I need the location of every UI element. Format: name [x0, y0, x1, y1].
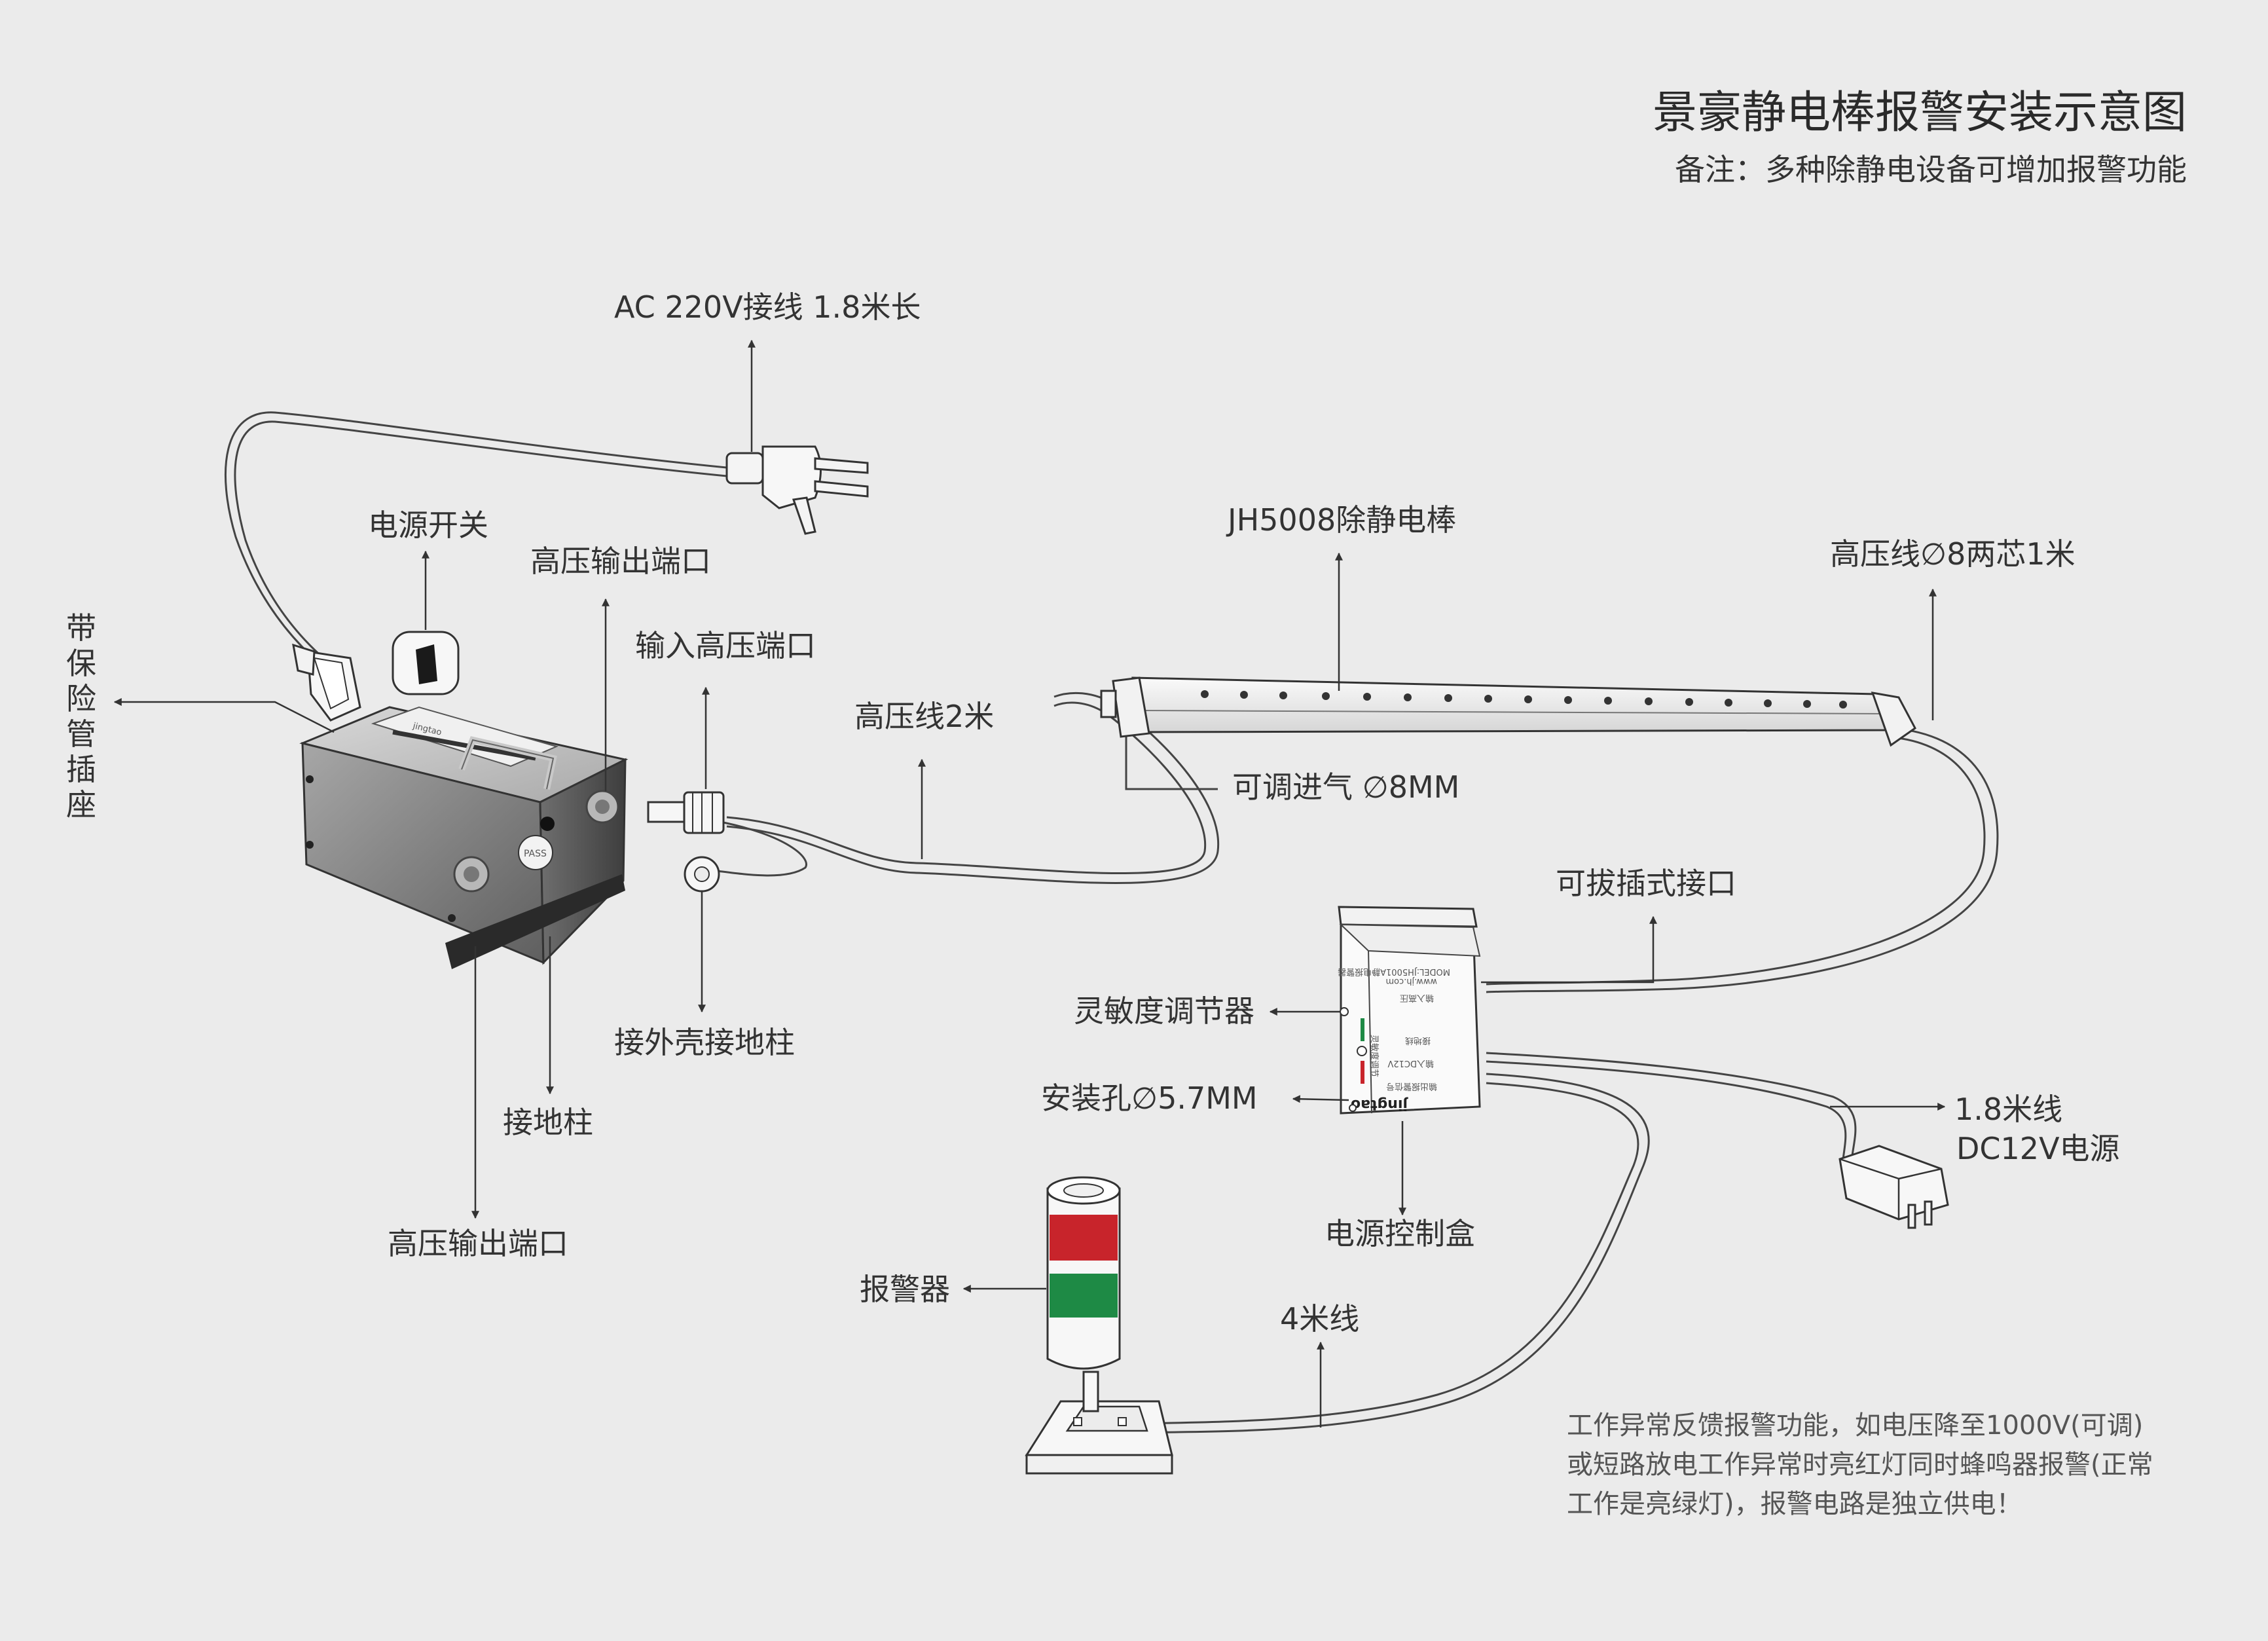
pass-sticker-text: PASS	[524, 849, 547, 859]
leader-lines	[113, 339, 1946, 1428]
hv-input-connector	[647, 791, 725, 834]
box-text-line3: 接地线	[1405, 1035, 1431, 1046]
label-cable-4m: 4米线	[1280, 1301, 1359, 1337]
box-model-text: MODEL:JH5001A静电报警器	[1338, 967, 1450, 977]
label-air-inlet: 可调进气 ∅8MM	[1232, 769, 1459, 805]
emitter-pins	[1201, 690, 1847, 709]
ground-wire	[716, 820, 807, 877]
label-control-box: 电源控制盒	[1325, 1216, 1475, 1251]
power-switch	[392, 631, 460, 695]
box-text-line2: 输入DC12V	[1387, 1058, 1434, 1069]
box-mark-text: 灵敏度调节	[1369, 1035, 1380, 1077]
label-hv-cable-1m: 高压线∅8两芯1米	[1830, 536, 2076, 572]
footnote-line-1: 工作异常反馈报警功能，如电压降至1000V(可调)	[1567, 1411, 2143, 1441]
box-brand-logo: jingtao	[1351, 1096, 1408, 1113]
label-ground-post: 接地柱	[503, 1105, 593, 1140]
control-box: 输入高压 接地线 输入DC12V 输出报警信号 MODEL:JH5001A静电报…	[1338, 906, 1481, 1115]
hv-power-box: jingtao PASS	[299, 706, 629, 969]
dc-cable	[1486, 1052, 1857, 1171]
label-fuse-socket: 带保险管插座	[66, 610, 96, 822]
diagram-subtitle: 备注：多种除静电设备可增加报警功能	[1675, 152, 2187, 187]
label-dc-line-2: DC12V电源	[1956, 1131, 2120, 1166]
label-hv-output-bottom: 高压输出端口	[388, 1226, 568, 1261]
label-alarm: 报警器	[860, 1272, 950, 1307]
label-mount-hole: 安装孔∅5.7MM	[1041, 1080, 1258, 1116]
label-hv-input: 输入高压端口	[635, 628, 816, 663]
iec-connector	[292, 643, 361, 722]
box-url-text: www.jh.com	[1385, 976, 1437, 986]
ac-plug	[725, 445, 869, 535]
label-sensitivity: 灵敏度调节器	[1074, 993, 1254, 1029]
alarm-cable-4m	[1142, 1073, 1650, 1434]
box-text-line4: 输入高压	[1400, 993, 1434, 1003]
dc-adapter	[1838, 1145, 1949, 1229]
label-hv-cable-2m: 高压线2米	[854, 699, 994, 734]
box-text-line1: 输出报警信号	[1386, 1081, 1437, 1092]
hv-cable-1m	[1486, 727, 1999, 993]
label-pluggable: 可拔插式接口	[1556, 866, 1736, 901]
ac-power-cable	[225, 411, 734, 666]
label-ion-bar: JH5008除静电棒	[1226, 502, 1456, 538]
label-hv-output-top: 高压输出端口	[530, 544, 711, 579]
label-power-switch: 电源开关	[368, 507, 488, 543]
footnote-line-2: 或短路放电工作异常时亮红灯同时蜂鸣器报警(正常	[1567, 1450, 2153, 1480]
label-dc-line-1: 1.8米线	[1954, 1092, 2062, 1127]
label-ground-case: 接外壳接地柱	[614, 1025, 795, 1060]
label-ac-cable: AC 220V接线 1.8米长	[614, 289, 921, 325]
diagram-title: 景豪静电棒报警安装示意图	[1653, 87, 2187, 139]
alarm-tower	[1025, 1176, 1173, 1475]
footnote-line-3: 工作是亮绿灯)，报警电路是独立供电！	[1567, 1489, 2022, 1519]
ground-ring-lug	[684, 856, 720, 893]
ion-bar	[1100, 676, 1916, 747]
